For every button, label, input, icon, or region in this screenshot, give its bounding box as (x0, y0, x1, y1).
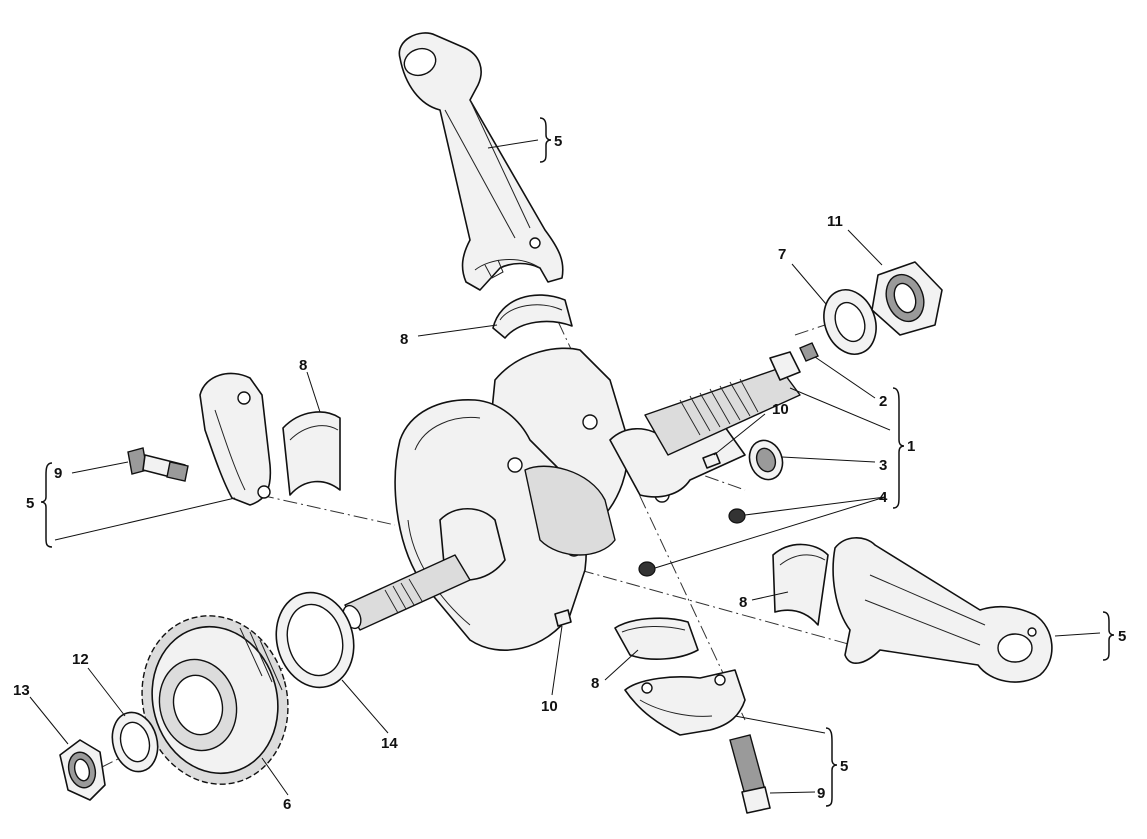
callout-labels: 5 8 8 9 5 7 11 2 1 10 3 4 8 5 8 10 14 12… (13, 133, 1126, 813)
plug-4-upper (728, 508, 746, 524)
callout-13: 13 (13, 682, 30, 699)
callout-5-right-rod: 5 (1118, 628, 1126, 645)
connecting-rod-right (832, 537, 1053, 683)
output-shaft-splines (679, 378, 759, 436)
braces (40, 117, 1115, 807)
callout-11: 11 (827, 213, 843, 230)
bearing-shell-left (282, 411, 341, 496)
callout-8-left: 8 (299, 357, 307, 374)
callout-9-bottom: 9 (817, 785, 825, 802)
callout-3: 3 (879, 457, 887, 474)
crankshaft (342, 347, 801, 651)
callout-14: 14 (381, 735, 398, 752)
callout-8-right: 8 (739, 594, 747, 611)
bearing-3 (748, 439, 784, 481)
callout-12: 12 (72, 651, 89, 668)
connecting-rod-upper (398, 32, 564, 291)
callout-9-left: 9 (54, 465, 62, 482)
bolt-9-left (127, 447, 189, 482)
bearing-shell-bottom (614, 617, 699, 660)
bearing-shell-right (772, 543, 829, 626)
callout-8-top: 8 (400, 331, 408, 348)
bush-2 (799, 342, 819, 362)
bearing-shell-top (492, 294, 573, 339)
callout-5-left-cap: 5 (26, 495, 34, 512)
dowel-pin-upper (702, 452, 721, 469)
callout-5-top-rod: 5 (554, 133, 562, 150)
thrust-washer-14 (275, 591, 355, 689)
dowel-pin-lower (554, 609, 572, 627)
callout-10-upper: 10 (772, 401, 789, 418)
callout-5-bottom-cap: 5 (840, 758, 848, 775)
callout-6: 6 (283, 796, 291, 813)
callout-7: 7 (778, 246, 786, 263)
rod-cap-bottom (624, 669, 746, 736)
leader-lines (29, 139, 1101, 796)
input-shaft-splines (384, 578, 423, 614)
washer-12 (111, 711, 159, 773)
callout-8-bottom: 8 (591, 675, 599, 692)
plug-4-lower (638, 561, 656, 577)
gear-6 (141, 615, 289, 785)
washer-7 (823, 289, 877, 355)
callout-10-lower: 10 (541, 698, 558, 715)
bolt-9-bottom (729, 734, 771, 814)
callout-2: 2 (879, 393, 887, 410)
rod-cap-left (199, 372, 272, 506)
callout-4: 4 (879, 489, 888, 506)
callout-1: 1 (907, 438, 915, 455)
nut-11 (871, 261, 943, 336)
nut-13 (59, 739, 106, 801)
